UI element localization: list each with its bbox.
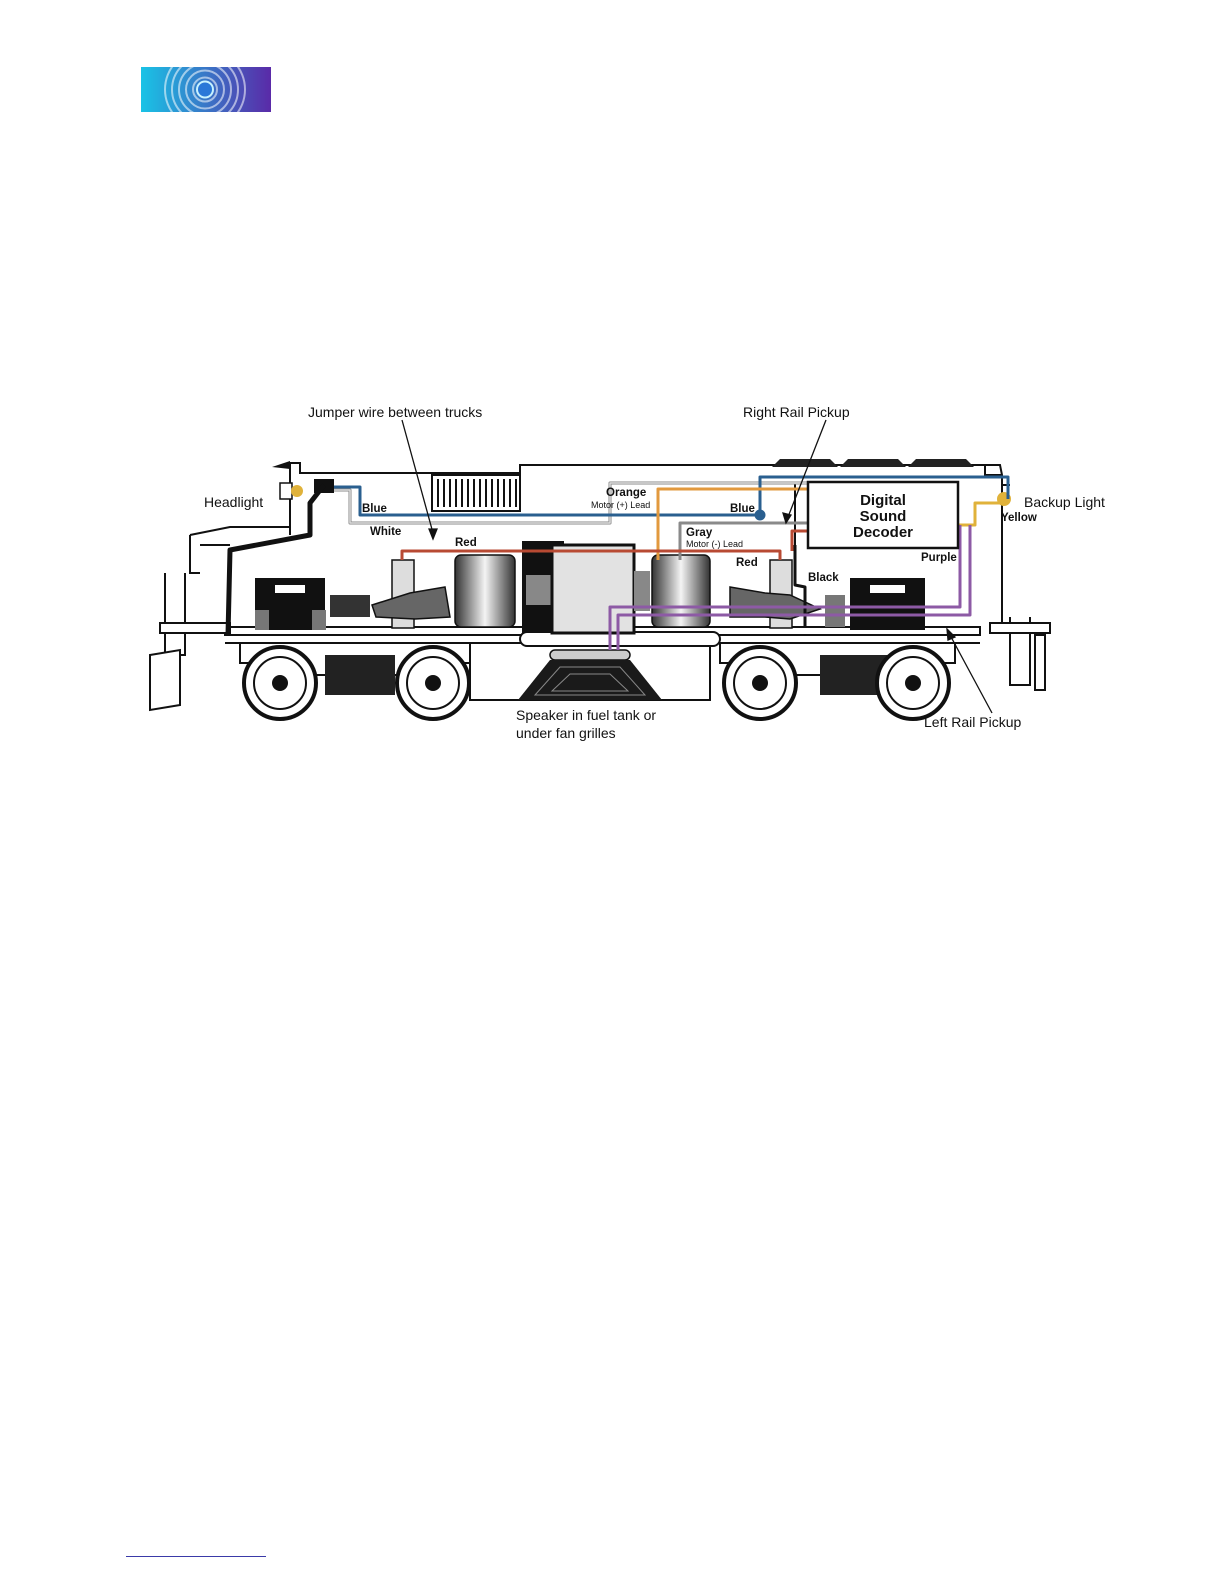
decoder-label-1: Digital	[860, 492, 906, 509]
motor	[522, 541, 650, 633]
gearbox-right	[825, 578, 925, 630]
callout-jumper: Jumper wire between trucks	[308, 404, 482, 420]
speaker	[518, 650, 662, 700]
callout-headlight: Headlight	[204, 494, 263, 510]
wire-label-black: Black	[808, 572, 839, 584]
right-truck	[720, 643, 955, 719]
decoder-label-2: Sound	[860, 508, 907, 525]
callout-right-rail: Right Rail Pickup	[743, 404, 850, 420]
wire-label-blue-right: Blue	[730, 503, 755, 515]
callout-speaker-1: Speaker in fuel tank or	[516, 707, 656, 723]
brake-grille	[432, 475, 520, 511]
wire-label-motor-minus: Motor (-) Lead	[686, 539, 743, 549]
wire-label-white: White	[370, 526, 401, 538]
wire-label-yellow: Yellow	[1001, 512, 1037, 524]
decoder-label-3: Decoder	[853, 524, 913, 541]
gearbox-left	[255, 578, 370, 630]
locomotive-wiring-diagram: Digital Sound Decoder Jumper wire betwee…	[140, 395, 1115, 745]
footer-rule	[126, 1556, 266, 1557]
wire-label-red-left: Red	[455, 537, 477, 549]
digital-sound-decoder: Digital Sound Decoder	[808, 482, 958, 548]
callout-left-rail: Left Rail Pickup	[924, 714, 1021, 730]
wire-label-purple: Purple	[921, 552, 957, 564]
logo	[141, 67, 271, 112]
wire-label-orange: Orange	[606, 487, 646, 499]
sound-wave-logo-icon	[141, 67, 271, 112]
callout-speaker-2: under fan grilles	[516, 725, 616, 741]
callout-backup-light: Backup Light	[1024, 494, 1105, 510]
wire-label-red-right: Red	[736, 557, 758, 569]
horn	[272, 461, 290, 469]
left-truck	[240, 643, 470, 719]
roof-fans	[772, 459, 974, 467]
wire-label-blue-left: Blue	[362, 503, 387, 515]
flywheel-left	[455, 555, 515, 627]
headlight-fixture	[280, 479, 334, 499]
wire-label-gray: Gray	[686, 527, 713, 539]
wire-label-motor-plus: Motor (+) Lead	[591, 500, 650, 510]
